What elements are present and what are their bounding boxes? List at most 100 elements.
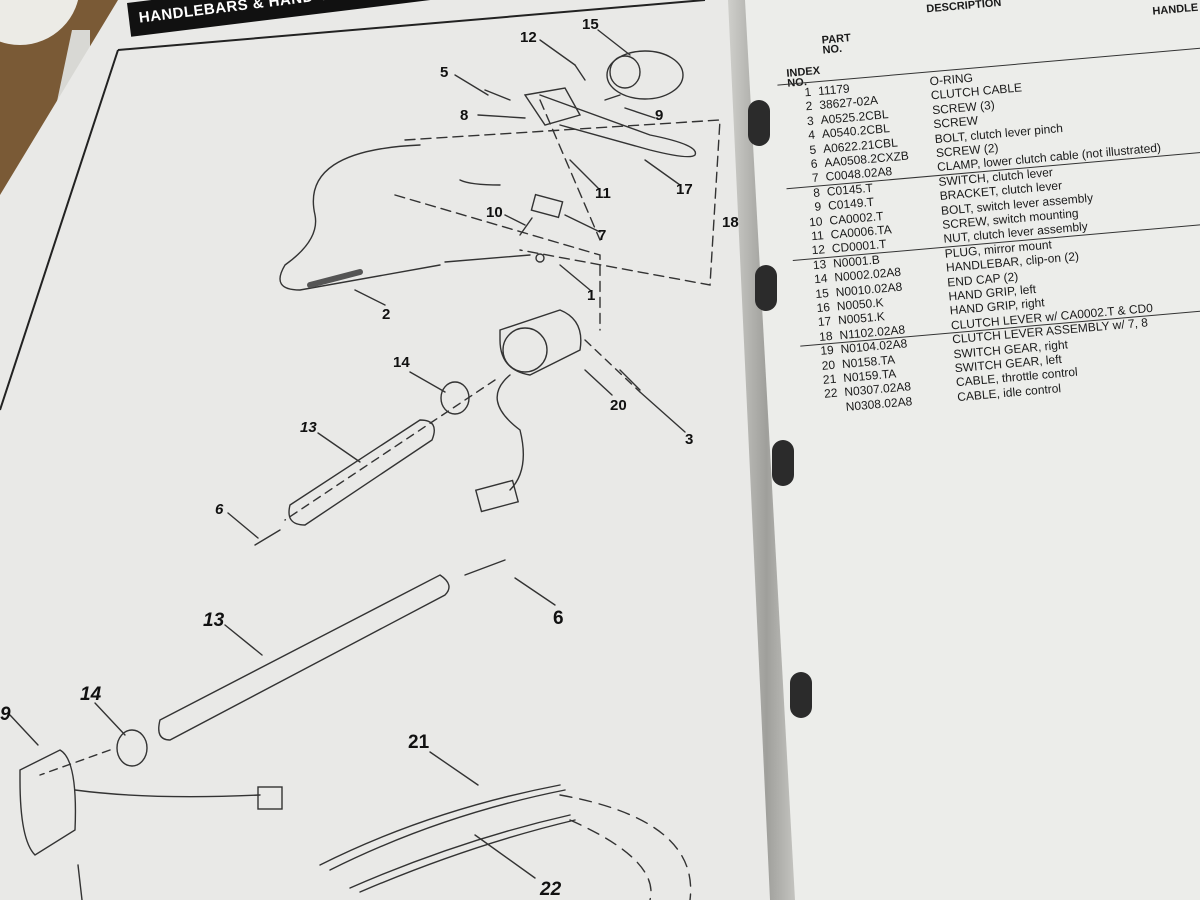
callout-20: 20 [610,397,627,414]
end-cap-top [609,55,641,89]
switch-lever-wire [459,179,501,186]
callout-21: 21 [408,732,430,753]
coffee-mug [0,0,80,45]
leader-line [227,512,259,539]
handlebar-13-top [288,419,435,526]
leader-line [624,107,656,119]
connector-right [474,479,520,513]
assembly-dash-line [284,379,496,521]
switch-gear-right [499,309,582,376]
callout-14: 14 [393,354,410,371]
callout-13: 13 [300,419,317,436]
clamp-7 [530,193,564,219]
leader-line [514,577,556,606]
leader-line [477,114,526,119]
clutch-cable-2 [279,144,441,291]
leader-line [317,432,361,463]
binder-hole [748,100,770,146]
callout-13: 13 [203,610,225,631]
leader-line [94,702,126,736]
callout-11: 11 [595,185,611,202]
leader-line [639,391,686,433]
leader-line [539,39,576,66]
binder-hole [790,672,812,718]
lever-bracket [523,87,582,126]
callout-8: 8 [460,107,469,124]
handlebar-13-lower [158,574,450,741]
end-cap-14-lower [116,729,148,767]
right-page [745,0,1200,900]
callout-12: 12 [520,29,537,46]
assembly-dash-line [404,119,721,286]
connector-left [257,786,283,810]
bolt-10 [519,217,533,236]
callout-6: 6 [215,501,224,518]
right-page-header: HANDLE [1151,1,1199,18]
idle-cable-22 [349,814,571,889]
idle-cable-22b [359,819,576,893]
leader-line [454,74,489,96]
assembly-dash-line [559,794,692,900]
bolt-9 [604,94,621,101]
leader-line [9,714,39,746]
bolt-5 [484,89,511,101]
leader-line [504,214,526,226]
callout-22: 22 [540,879,562,900]
callout-2: 2 [382,306,391,323]
assembly-dash-line [584,339,641,393]
callout-7: 7 [598,227,607,244]
screw-6-lower [464,559,506,576]
assembly-dash-line [394,194,601,331]
callout-1: 1 [587,287,596,304]
assembly-dash-line [39,749,111,776]
switch-wire [496,374,525,491]
o-ring-1 [535,253,545,263]
throttle-cable-21 [319,784,561,866]
leader-line [644,159,681,186]
assembly-dash-line [569,819,652,900]
leader-line [429,751,479,786]
cable-end [444,254,531,263]
callout-14: 14 [80,684,102,705]
leader-line [569,159,601,191]
binder-hole [772,440,794,486]
leader-line [354,289,386,306]
screw-3 [619,369,641,391]
screw-12 [574,64,586,81]
callout-10: 10 [486,204,503,221]
callout-9: 9 [0,704,11,725]
leader-line [559,264,591,291]
leader-line [597,29,631,56]
parts-list-table: INDEX NO. PART NO. DESCRIPTION HANDLE 11… [770,0,1200,418]
callout-17: 17 [676,181,693,198]
leader-line [224,624,263,656]
header-description: DESCRIPTION [925,0,1002,16]
leader-line [584,369,613,396]
throttle-cable-21b [329,789,566,871]
leader-line [409,371,446,393]
callout-18: 18 [722,214,739,231]
callout-15: 15 [582,16,599,33]
hand-grip-top [606,50,684,100]
leader-line [564,214,601,233]
binder-hole [755,265,777,311]
switch-gear-right-bore [502,327,548,373]
exploded-parts-diagram [9,29,721,900]
callout-3: 3 [685,431,694,448]
callout-9: 9 [655,107,664,124]
switch-wire-left [74,789,261,798]
end-cap-14-top [440,381,470,415]
callout-6: 6 [553,608,564,629]
callout-5: 5 [440,64,449,81]
screw-6-top [254,529,281,546]
leader-line [474,834,536,879]
assembly-dash-line [539,99,601,241]
left-page-frame [0,0,706,411]
header-part-no: PART NO. [821,32,852,57]
clutch-lever [539,94,697,158]
switch-gear-left [19,749,77,856]
cable-adjuster [307,269,363,288]
screw-left [77,864,83,900]
